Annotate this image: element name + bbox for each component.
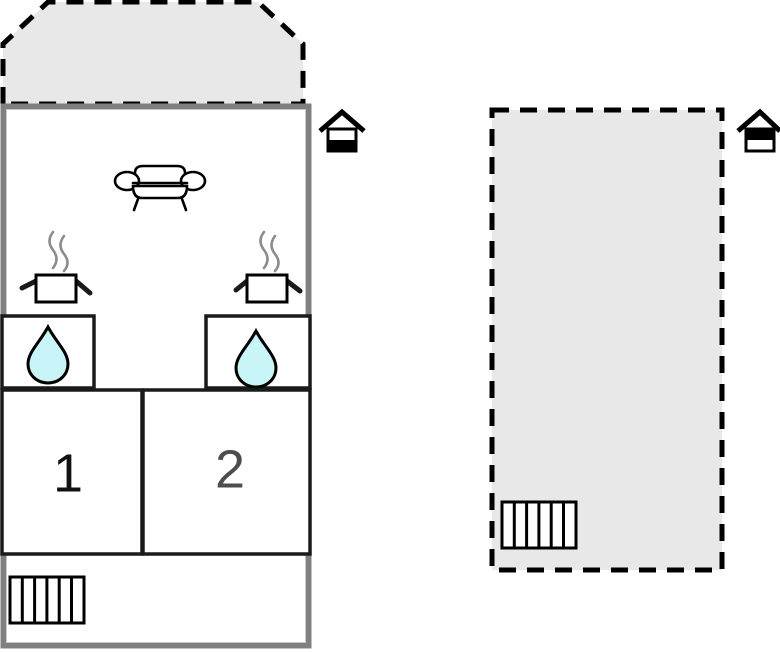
sofa-icon bbox=[113, 164, 207, 212]
numbered-room-2[interactable]: 2 bbox=[141, 388, 312, 556]
radiator-icon-left bbox=[8, 575, 86, 625]
droplet-room-left[interactable] bbox=[0, 314, 96, 390]
house-icon-top-filled bbox=[736, 108, 780, 153]
upper-dashed-zone bbox=[0, 0, 306, 107]
cooking-pot-icon-left bbox=[19, 230, 93, 304]
radiator-icon-right bbox=[500, 500, 578, 550]
house-icon-bottom-filled bbox=[318, 108, 366, 153]
water-drop-icon bbox=[26, 323, 70, 385]
water-drop-icon bbox=[234, 327, 278, 389]
numbered-room-1[interactable]: 1 bbox=[0, 388, 144, 556]
room-number-label: 2 bbox=[215, 439, 245, 499]
left-floor-plan: 1 2 bbox=[0, 0, 366, 649]
droplet-room-right[interactable] bbox=[204, 314, 312, 390]
room-number-label: 1 bbox=[53, 443, 83, 503]
right-floor-plan bbox=[489, 107, 780, 573]
right-dashed-zone bbox=[489, 107, 725, 573]
cooking-pot-icon-right bbox=[233, 230, 303, 304]
